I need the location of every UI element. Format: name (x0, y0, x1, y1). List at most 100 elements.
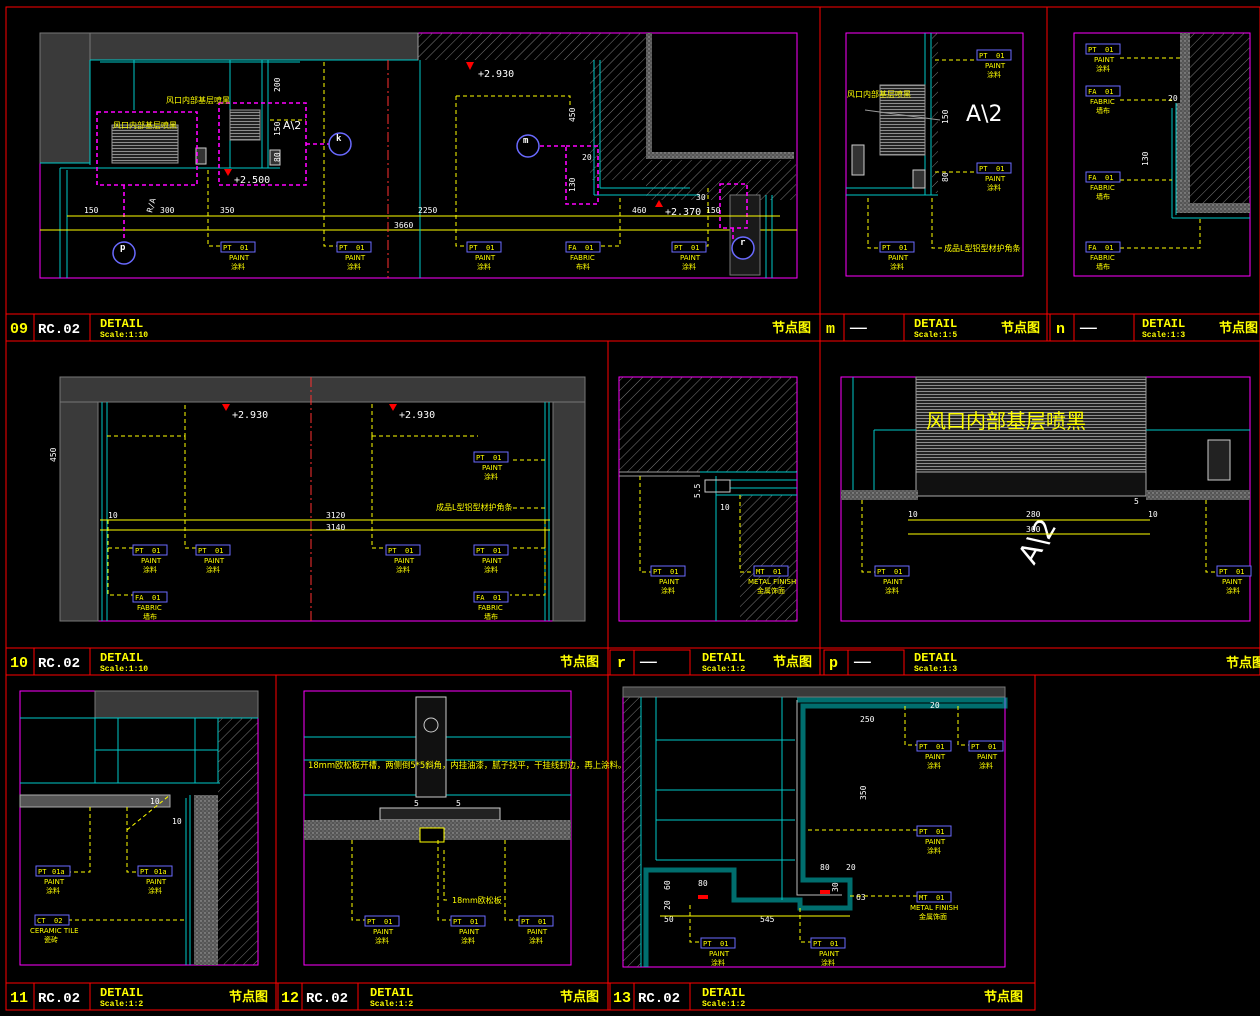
tag-text: 涂料 (143, 565, 157, 574)
tag-text: PAINT (44, 878, 65, 886)
mdf-label: 18mm欧松板 (452, 895, 502, 905)
tag-text: PAINT (659, 578, 680, 586)
detail-10: +2.930 +2.930 450 3120 3140 10 成品L型铝型材护角… (49, 376, 586, 622)
panel-title-cn: 节点图 (772, 320, 811, 336)
tag-text: PT (979, 52, 988, 60)
tag-text: PT (971, 743, 980, 751)
tag-text: 01 (215, 547, 223, 555)
dimension: 10 (150, 797, 160, 806)
tag-text: 01 (493, 454, 501, 462)
elevation-mark: +2.370 (665, 207, 701, 218)
tag-text: PT (388, 547, 397, 555)
trim-note: 成品L型铝型材护角条 (944, 243, 1020, 253)
tag-text: PAINT (204, 557, 225, 565)
tag-text: 涂料 (529, 936, 543, 945)
panel-title: DETAIL (914, 317, 957, 331)
tag-text: 01 (585, 244, 593, 252)
tag-text: 布料 (576, 262, 590, 271)
tag-text: 涂料 (396, 565, 410, 574)
tag-text: FA (1088, 244, 1097, 252)
title-block-11: 11 RC.02 DETAIL Scale:1:2 节点图 (5, 982, 268, 1011)
tag-text: PAINT (709, 950, 730, 958)
dimension: 300 (1026, 525, 1041, 534)
dimension: 350 (220, 206, 235, 215)
tag-text: PT (813, 940, 822, 948)
tag-text: 涂料 (711, 958, 725, 967)
dimension: 5 (414, 799, 419, 808)
tag-text: 01a (52, 868, 65, 876)
dimension: 5.5 (693, 483, 702, 498)
tag-text: PT (367, 918, 376, 926)
tag-text: 涂料 (206, 565, 220, 574)
tag-text: 墙布 (1096, 262, 1110, 271)
panel-number: 12 (281, 990, 299, 1007)
panel-title: DETAIL (370, 986, 413, 1000)
tag-text: PT (674, 244, 683, 252)
section-mark-m: m (523, 136, 529, 146)
panel-title: DETAIL (1142, 317, 1185, 331)
tag-text: 01 (152, 594, 160, 602)
tag-text: 涂料 (987, 70, 1001, 79)
tag-text: 涂料 (1226, 586, 1240, 595)
tag-text: 01 (486, 244, 494, 252)
tag-text: PAINT (819, 950, 840, 958)
dimension: 80 (698, 879, 708, 888)
title-block-10: 10 RC.02 DETAIL Scale:1:10 节点图 (5, 647, 599, 676)
tag-text: 01 (899, 244, 907, 252)
tag-text: 01 (493, 594, 501, 602)
dimension: 20 (663, 900, 672, 910)
tag-text: 02 (54, 917, 62, 925)
dimension: 150 (706, 206, 721, 215)
dimension: 10 (720, 503, 730, 512)
tag-text: PAINT (925, 753, 946, 761)
panel-title-cn: 节点图 (229, 989, 268, 1005)
tag-text: 01 (894, 568, 902, 576)
tag-text: PT (135, 547, 144, 555)
tag-text: 涂料 (979, 761, 993, 770)
dimension: 80 (820, 863, 830, 872)
dimension: 130 (568, 177, 577, 192)
tag-text: 01 (538, 918, 546, 926)
section-mark-k: k (336, 134, 342, 144)
tag-text: PT (453, 918, 462, 926)
detail-11: 10 10 (19, 690, 259, 966)
panel-title-cn: 节点图 (1001, 320, 1040, 336)
dimension: 3140 (326, 523, 345, 532)
panel-scale: Scale:1:2 (100, 1000, 143, 1009)
tag-text: 涂料 (927, 761, 941, 770)
tag-text: PAINT (482, 557, 503, 565)
tag-text: PT (223, 244, 232, 252)
panel-code: RC.02 (38, 656, 80, 672)
title-block-r: r —— DETAIL Scale:1:2 节点图 (609, 649, 812, 676)
dimension: 10 (1148, 510, 1158, 519)
tag-text: FABRIC (478, 604, 503, 612)
panel-code: —— (1079, 321, 1097, 337)
tag-text: FABRIC (570, 254, 595, 262)
tag-text: METAL FINISH (748, 578, 796, 586)
tag-text: PT (919, 828, 928, 836)
tag-text: 01 (152, 547, 160, 555)
tag-text: 01 (493, 547, 501, 555)
tag-text: PAINT (475, 254, 496, 262)
panel-scale: Scale:1:2 (702, 665, 745, 674)
panel-scale: Scale:1:2 (370, 1000, 413, 1009)
detail-n: 20 130 (1073, 32, 1251, 277)
vent-note-large: 风口内部基层喷黑 (926, 409, 1086, 433)
panel-scale: Scale:1:10 (100, 331, 148, 340)
tag-text: PT (521, 918, 530, 926)
tag-text: PAINT (527, 928, 548, 936)
tag-text: MT (756, 568, 765, 576)
tag-text: 涂料 (987, 183, 1001, 192)
panel-scale: Scale:1:10 (100, 665, 148, 674)
dimension: 150 (941, 109, 950, 124)
panel-code: —— (853, 655, 871, 671)
dimension: 350 (859, 785, 868, 800)
